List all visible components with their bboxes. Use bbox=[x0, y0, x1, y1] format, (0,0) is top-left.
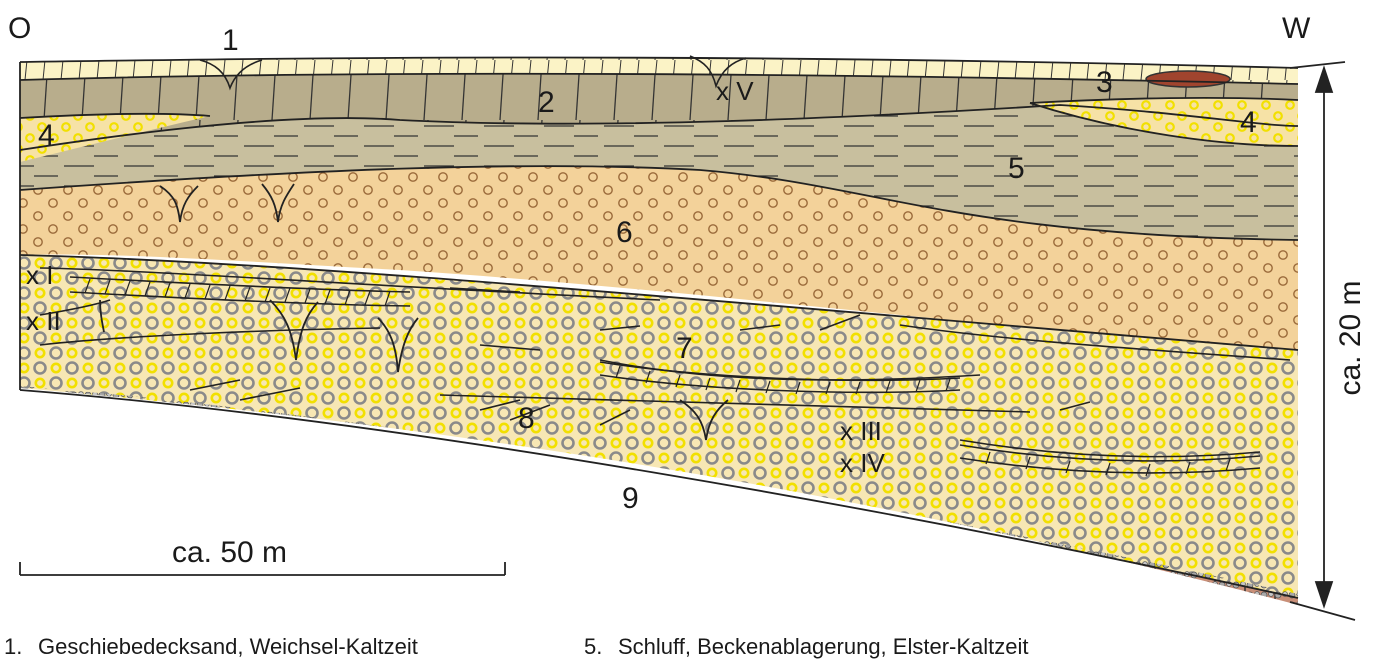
legend-number: 1. bbox=[4, 634, 38, 660]
layer-label-9: 9 bbox=[622, 482, 639, 515]
layer-label-3: 3 bbox=[1096, 66, 1113, 99]
horizontal-scale-label: ca. 50 m bbox=[172, 536, 287, 569]
legend-text: Geschiebedecksand, Weichsel-Kaltzeit bbox=[38, 634, 418, 659]
legend-item-1: 1.Geschiebedecksand, Weichsel-Kaltzeit bbox=[4, 634, 418, 660]
marker-xi: x I bbox=[26, 260, 53, 290]
layer-label-5: 5 bbox=[1008, 152, 1025, 185]
marker-xiv: x IV bbox=[840, 448, 885, 478]
layer-label-7: 7 bbox=[676, 332, 693, 365]
layer-label-6: 6 bbox=[616, 216, 633, 249]
vertical-scale-label: ca. 20 m bbox=[1334, 280, 1367, 395]
orientation-east: O bbox=[8, 12, 31, 45]
layer-label-4-right: 4 bbox=[1240, 106, 1257, 139]
legend-text: Schluff, Beckenablagerung, Elster-Kaltze… bbox=[618, 634, 1029, 659]
marker-xiii: x III bbox=[840, 416, 882, 446]
layer-3-lens bbox=[1146, 71, 1230, 87]
marker-xii: x II bbox=[26, 306, 61, 336]
legend-number: 5. bbox=[584, 634, 618, 660]
layer-label-8: 8 bbox=[518, 402, 535, 435]
marker-xv: x V bbox=[716, 76, 754, 106]
layer-label-4-left: 4 bbox=[38, 119, 55, 152]
layer-label-2: 2 bbox=[538, 86, 555, 119]
legend-item-5: 5.Schluff, Beckenablagerung, Elster-Kalt… bbox=[584, 634, 1029, 660]
layer-label-1: 1 bbox=[222, 24, 239, 57]
orientation-west: W bbox=[1282, 12, 1311, 45]
legend: 1.Geschiebedecksand, Weichsel-Kaltzeit 5… bbox=[0, 632, 1378, 662]
